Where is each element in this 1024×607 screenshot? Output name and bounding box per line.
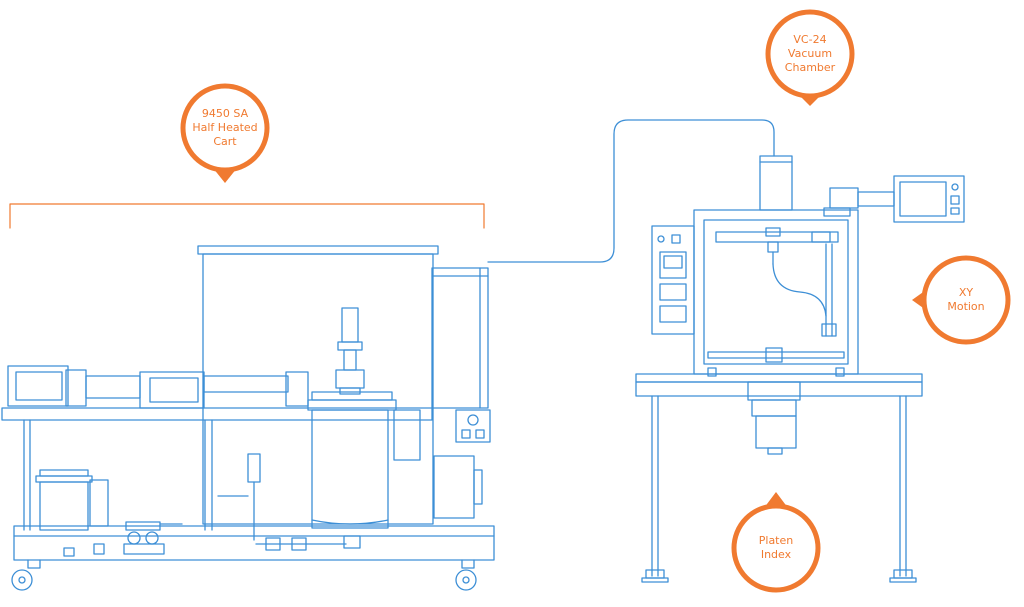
- callout-chamber-label: VC-24 Vacuum Chamber: [784, 33, 836, 74]
- half-heated-cart: [1, 245, 495, 591]
- vacuum-chamber: [635, 155, 965, 583]
- cart-bracket: [9, 203, 485, 229]
- vacuum-hose: [487, 119, 775, 263]
- callout-chamber-bubble: [765, 9, 855, 106]
- callout-xy-bubble: [912, 255, 1011, 345]
- callout-xy-label: XY Motion: [947, 286, 985, 313]
- callout-platen-label: Platen Index: [758, 534, 794, 561]
- callout-cart-bubble: [180, 83, 270, 183]
- callout-cart-label: 9450 SA Half Heated Cart: [192, 107, 258, 148]
- callout-platen-bubble: [731, 492, 821, 593]
